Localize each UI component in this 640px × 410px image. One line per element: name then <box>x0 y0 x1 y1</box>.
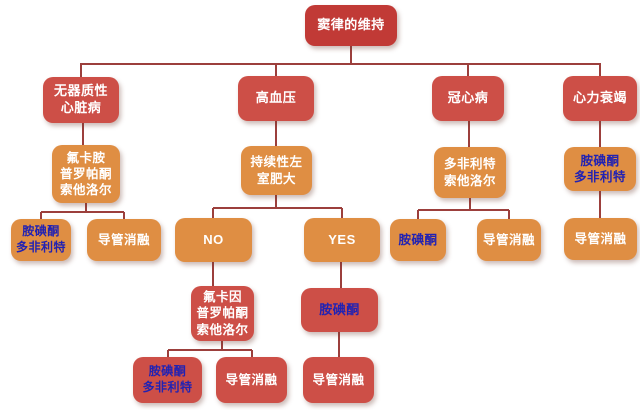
node-catheter-ablation-heart-failure: 导管消融 <box>564 218 637 260</box>
node-label: 多非利特 索他洛尔 <box>443 157 496 188</box>
node-hypertension: 高血压 <box>238 76 314 121</box>
node-no-organic-heart-disease: 无器质性 心脏病 <box>43 77 119 123</box>
node-amiodarone-dofetilide-heart-failure: 胺碘酮 多非利特 <box>564 147 636 191</box>
node-heart-failure: 心力衰竭 <box>563 76 637 121</box>
node-amiodarone-dofetilide-no: 胺碘酮 多非利特 <box>133 357 202 403</box>
node-yes-option: YES <box>304 218 380 262</box>
node-amiodarone-dofetilide-branch1: 胺碘酮 多非利特 <box>11 219 71 261</box>
tree-connectors <box>40 46 601 359</box>
node-catheter-ablation-chd: 导管消融 <box>477 219 541 261</box>
node-label: YES <box>328 231 356 247</box>
node-sinus-rhythm-maintenance: 窦律的维持 <box>305 5 397 46</box>
node-label: 氟卡胺 普罗帕酮 索他洛尔 <box>59 150 112 198</box>
node-label: 窦律的维持 <box>317 17 385 33</box>
node-flecainide-propafenone-sotalol-no: 氟卡因 普罗帕酮 索他洛尔 <box>191 286 254 341</box>
node-label: 导管消融 <box>482 232 535 247</box>
node-coronary-heart-disease: 冠心病 <box>432 76 504 121</box>
node-catheter-ablation-no: 导管消融 <box>216 357 287 403</box>
node-label: NO <box>203 231 224 247</box>
node-label: 冠心病 <box>447 90 489 106</box>
node-catheter-ablation-branch1: 导管消融 <box>87 219 161 261</box>
node-persistent-lv-hypertrophy: 持续性左 室肥大 <box>241 146 312 195</box>
node-label: 胺碘酮 <box>398 232 438 247</box>
node-label: 胺碘酮 多非利特 <box>15 224 66 254</box>
node-label: 导管消融 <box>97 232 150 247</box>
node-label: 胺碘酮 多非利特 <box>142 364 193 394</box>
node-amiodarone-chd: 胺碘酮 <box>390 219 446 261</box>
node-label: 心力衰竭 <box>572 90 627 106</box>
node-label: 持续性左 室肥大 <box>250 155 303 186</box>
node-label: 无器质性 心脏病 <box>53 83 108 115</box>
node-amiodarone-yes: 胺碘酮 <box>301 288 378 332</box>
node-no-option: NO <box>175 218 252 262</box>
node-label: 导管消融 <box>574 231 627 246</box>
node-label: 导管消融 <box>312 372 365 387</box>
node-flecainide-propafenone-sotalol: 氟卡胺 普罗帕酮 索他洛尔 <box>52 145 120 203</box>
node-label: 氟卡因 普罗帕酮 索他洛尔 <box>196 290 249 337</box>
node-label: 导管消融 <box>225 372 278 387</box>
node-label: 胺碘酮 多非利特 <box>573 153 626 184</box>
node-label: 高血压 <box>255 90 297 106</box>
node-catheter-ablation-yes: 导管消融 <box>303 357 374 403</box>
node-dofetilide-sotalol: 多非利特 索他洛尔 <box>434 147 506 198</box>
node-label: 胺碘酮 <box>319 301 360 317</box>
